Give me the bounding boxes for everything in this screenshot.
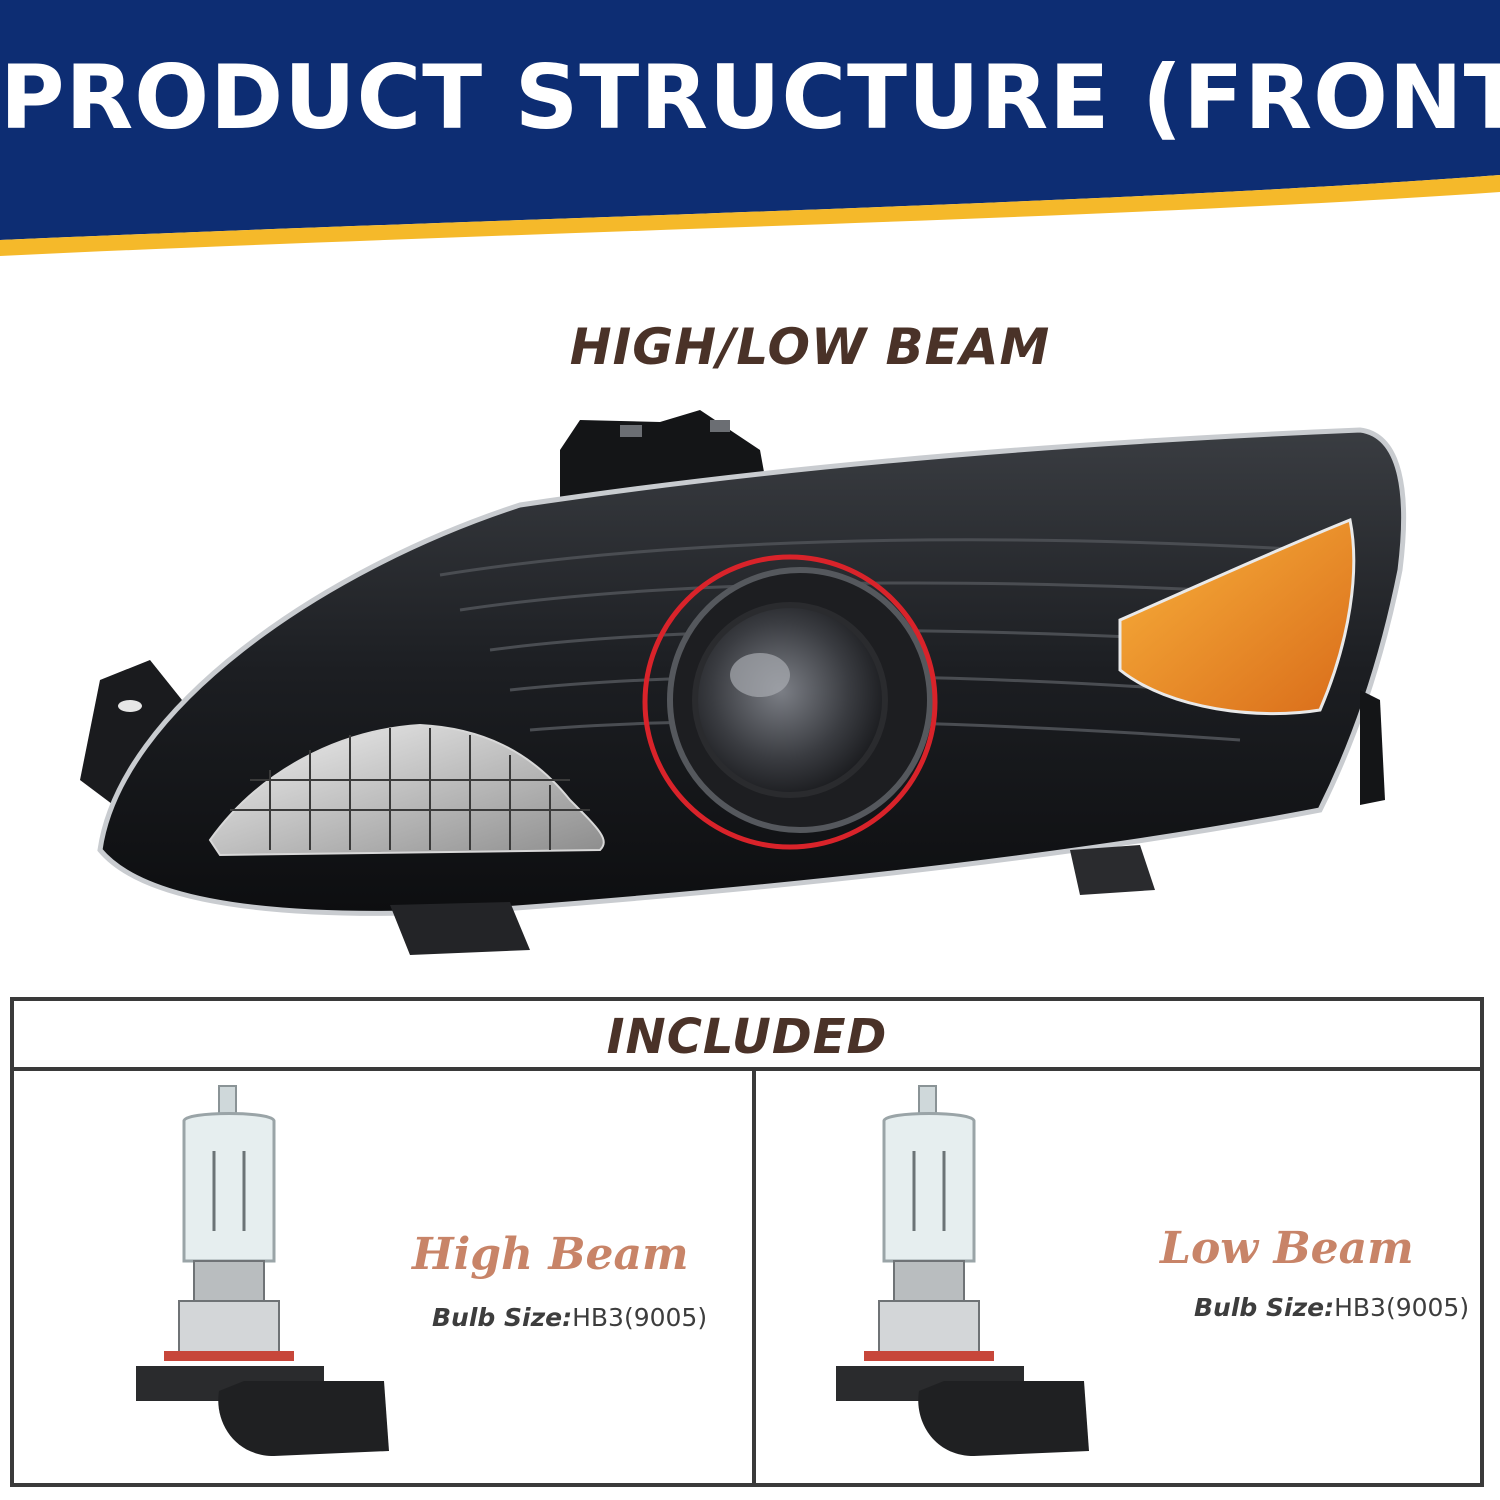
high-beam-size-value: HB3(9005) <box>572 1303 708 1332</box>
panel-divider <box>752 1071 756 1483</box>
high-beam-size: Bulb Size:HB3(9005) <box>432 1303 707 1332</box>
included-panel: INCLUDED High Beam Bulb Size:HB3(9005) L… <box>10 997 1484 1487</box>
low-beam-size-value: HB3(9005) <box>1334 1293 1470 1322</box>
projector-lens <box>667 567 933 833</box>
headlight-illustration <box>80 410 1407 955</box>
low-beam-size-key: Bulb Size: <box>1194 1293 1335 1322</box>
signal-reflector-pattern <box>230 728 590 850</box>
lower-mounting-tabs <box>390 690 1385 955</box>
high-beam-bulb-icon <box>136 1085 389 1456</box>
high-beam-size-key: Bulb Size: <box>432 1303 573 1332</box>
high-beam-label: High Beam <box>412 1229 689 1280</box>
beam-label: HIGH/LOW BEAM <box>569 318 1051 376</box>
low-beam-size: Bulb Size:HB3(9005) <box>1194 1293 1469 1322</box>
page-title: PRODUCT STRUCTURE (FRONT) <box>0 46 1500 149</box>
header-banner: PRODUCT STRUCTURE (FRONT) <box>0 0 1500 260</box>
lens-highlight-circle <box>642 554 938 850</box>
clear-turn-signal <box>208 723 605 857</box>
amber-side-marker <box>1118 517 1356 716</box>
low-beam-bulb-icon <box>836 1085 1089 1456</box>
banner-background <box>0 0 1500 256</box>
low-beam-label: Low Beam <box>1160 1223 1414 1274</box>
included-header: INCLUDED <box>14 1001 1480 1071</box>
included-title: INCLUDED <box>606 1009 888 1065</box>
